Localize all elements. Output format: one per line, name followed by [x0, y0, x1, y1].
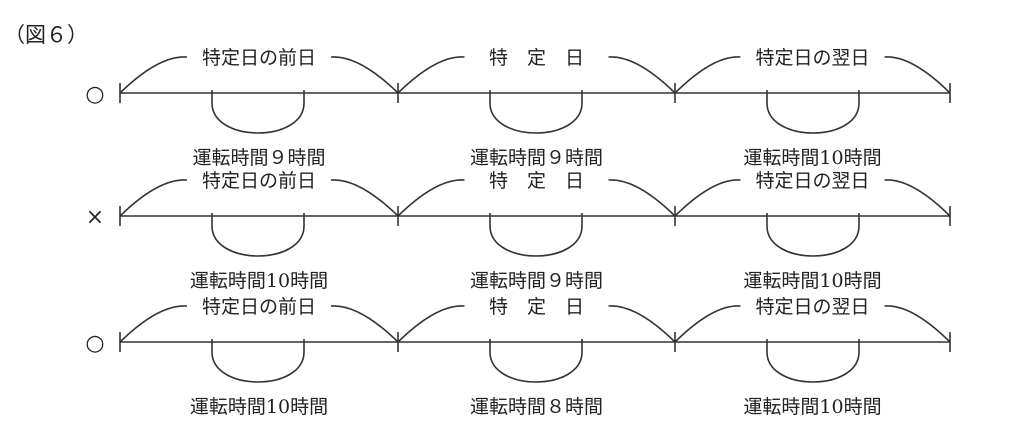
day-brace-left — [397, 305, 465, 343]
day-label: 特 定 日 — [489, 170, 584, 192]
day-brace-right — [330, 56, 399, 94]
day-brace-right — [884, 179, 951, 217]
status-mark: ○ — [85, 82, 104, 107]
day-brace-left — [119, 56, 188, 94]
driving-period-bracket — [766, 213, 860, 257]
day-brace-right — [330, 305, 399, 343]
day-brace-left — [119, 305, 188, 343]
day-brace-left — [119, 179, 188, 217]
driving-period-bracket — [489, 213, 583, 257]
day-label: 特定日の前日 — [202, 47, 316, 69]
day-label: 特定日の翌日 — [755, 170, 869, 192]
driving-time-label: 運転時間10時間 — [743, 396, 881, 418]
day-brace-right — [330, 179, 399, 217]
figure-label: （図６） — [4, 23, 88, 47]
driving-period-bracket — [211, 339, 305, 383]
driving-time-label: 運転時間10時間 — [190, 396, 328, 418]
driving-time-label: 運転時間９時間 — [192, 147, 325, 169]
driving-time-label: 運転時間10時間 — [190, 270, 328, 292]
day-brace-left — [674, 56, 741, 94]
driving-time-label: 運転時間10時間 — [743, 270, 881, 292]
status-mark: × — [86, 205, 104, 230]
driving-period-bracket — [211, 213, 305, 257]
status-mark: ○ — [85, 331, 104, 356]
day-label: 特定日の翌日 — [755, 296, 869, 318]
day-brace-right — [884, 305, 951, 343]
day-brace-right — [608, 179, 676, 217]
day-brace-right — [884, 56, 951, 94]
day-label: 特定日の前日 — [202, 170, 316, 192]
day-label: 特定日の前日 — [202, 296, 316, 318]
day-brace-right — [608, 305, 676, 343]
driving-period-bracket — [489, 90, 583, 134]
driving-period-bracket — [766, 90, 860, 134]
day-label: 特 定 日 — [489, 47, 584, 69]
day-brace-left — [674, 179, 741, 217]
driving-time-label: 運転時間８時間 — [470, 396, 603, 418]
day-label: 特定日の翌日 — [755, 47, 869, 69]
day-brace-left — [397, 56, 465, 94]
driving-time-label: 運転時間10時間 — [743, 147, 881, 169]
driving-period-bracket — [766, 339, 860, 383]
driving-time-label: 運転時間９時間 — [470, 147, 603, 169]
driving-period-bracket — [211, 90, 305, 134]
day-brace-left — [397, 179, 465, 217]
day-brace-left — [674, 305, 741, 343]
day-brace-right — [608, 56, 676, 94]
driving-period-bracket — [489, 339, 583, 383]
driving-time-label: 運転時間９時間 — [470, 270, 603, 292]
day-label: 特 定 日 — [489, 296, 584, 318]
